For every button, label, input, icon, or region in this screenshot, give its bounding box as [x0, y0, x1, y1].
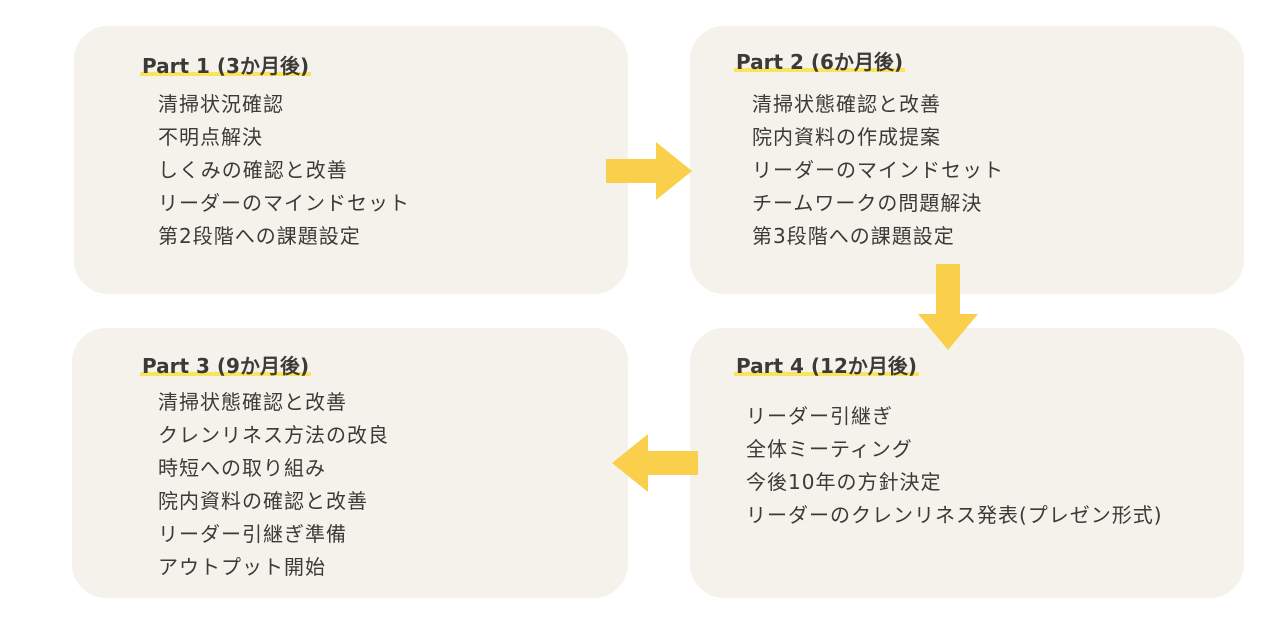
list-item: しくみの確認と改善 [158, 158, 348, 182]
list-item: 時短への取り組み [158, 456, 326, 480]
part-2-list: 清掃状態確認と改善 院内資料の作成提案 リーダーのマインドセット チームワークの… [752, 88, 1004, 253]
arrow-left-icon [612, 434, 698, 492]
list-item: 第2段階への課題設定 [158, 224, 361, 248]
part-1-list: 清掃状況確認 不明点解決 しくみの確認と改善 リーダーのマインドセット 第2段階… [158, 88, 410, 253]
list-item: 院内資料の確認と改善 [158, 489, 368, 513]
list-item: 清掃状態確認と改善 [158, 390, 347, 414]
part-4-card: Part 4 (12か月後) リーダー引継ぎ 全体ミーティング 今後10年の方針… [690, 328, 1244, 598]
list-item: リーダーのマインドセット [158, 191, 410, 215]
part-4-title: Part 4 (12か月後) [734, 354, 919, 378]
list-item: リーダーのクレンリネス発表(プレゼン形式) [746, 503, 1163, 527]
part-2-card: Part 2 (6か月後) 清掃状態確認と改善 院内資料の作成提案 リーダーのマ… [690, 26, 1244, 294]
list-item: リーダーのマインドセット [752, 158, 1004, 182]
part-3-title: Part 3 (9か月後) [140, 354, 312, 378]
part-1-card: Part 1 (3か月後) 清掃状況確認 不明点解決 しくみの確認と改善 リーダ… [74, 26, 628, 294]
part-3-list: 清掃状態確認と改善 クレンリネス方法の改良 時短への取り組み 院内資料の確認と改… [158, 386, 389, 584]
list-item: 清掃状態確認と改善 [752, 92, 941, 116]
list-item: 全体ミーティング [746, 437, 913, 461]
list-item: アウトプット開始 [158, 555, 326, 579]
list-item: 第3段階への課題設定 [752, 224, 955, 248]
arrow-right-icon [606, 142, 692, 200]
list-item: クレンリネス方法の改良 [158, 423, 389, 447]
list-item: リーダー引継ぎ [746, 404, 893, 428]
arrow-down-icon [918, 264, 978, 350]
list-item: チームワークの問題解決 [752, 191, 983, 215]
list-item: 院内資料の作成提案 [752, 125, 941, 149]
list-item: 不明点解決 [158, 125, 263, 149]
list-item: 今後10年の方針決定 [746, 470, 942, 494]
part-2-title: Part 2 (6か月後) [734, 50, 906, 74]
part-1-title: Part 1 (3か月後) [140, 54, 312, 78]
part-4-list: リーダー引継ぎ 全体ミーティング 今後10年の方針決定 リーダーのクレンリネス発… [746, 400, 1163, 532]
part-3-card: Part 3 (9か月後) 清掃状態確認と改善 クレンリネス方法の改良 時短への… [72, 328, 628, 598]
list-item: リーダー引継ぎ準備 [158, 522, 347, 546]
list-item: 清掃状況確認 [158, 92, 284, 116]
